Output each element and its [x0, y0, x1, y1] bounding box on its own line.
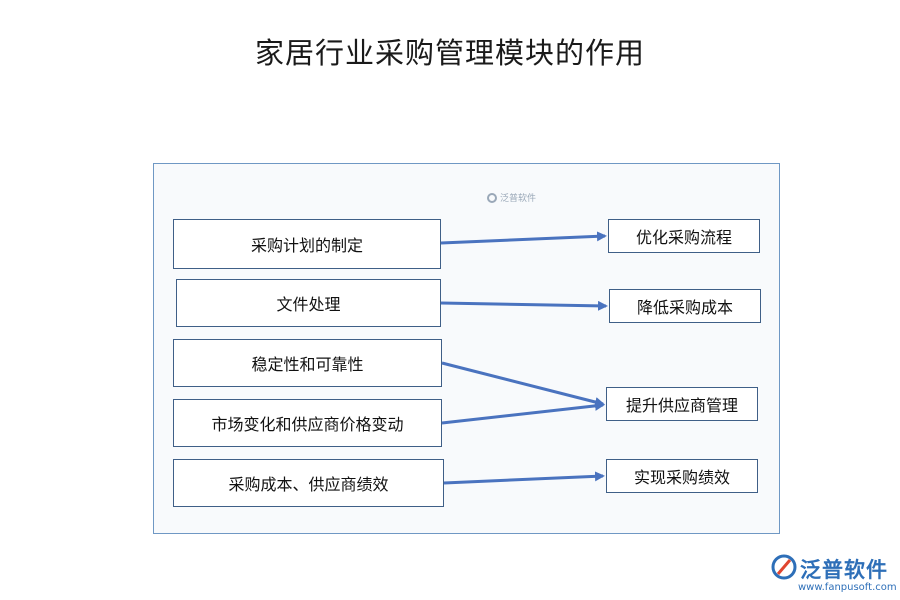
arrow-market-to-supplier — [441, 400, 605, 425]
right-box-optimize-process: 优化采购流程 — [608, 219, 760, 253]
arrow-documents-to-reduce-cost — [440, 300, 608, 311]
arrow-cost-to-performance — [443, 471, 605, 485]
right-box-performance: 实现采购绩效 — [606, 459, 758, 493]
right-box-reduce-cost: 降低采购成本 — [609, 289, 761, 323]
left-box-stability: 稳定性和可靠性 — [173, 339, 442, 387]
brand-logo-icon — [771, 554, 797, 580]
watermark: 泛普软件 — [487, 191, 536, 204]
right-box-supplier-management: 提升供应商管理 — [606, 387, 758, 421]
brand-logo-url: www.fanpusoft.com — [798, 582, 897, 593]
arrow-stability-to-supplier — [441, 361, 605, 407]
left-box-cost-performance: 采购成本、供应商绩效 — [173, 459, 444, 507]
left-box-plan: 采购计划的制定 — [173, 219, 441, 269]
brand-logo-name: 泛普软件 — [800, 558, 888, 582]
left-box-documents: 文件处理 — [176, 279, 441, 327]
left-box-market-change: 市场变化和供应商价格变动 — [173, 399, 442, 447]
watermark-logo-icon — [487, 192, 497, 203]
arrow-plan-to-optimize — [440, 231, 607, 245]
page-title: 家居行业采购管理模块的作用 — [254, 36, 645, 70]
watermark-text: 泛普软件 — [500, 194, 537, 204]
brand-logo: 泛普软件 www.fanpusoft.com — [770, 552, 897, 596]
